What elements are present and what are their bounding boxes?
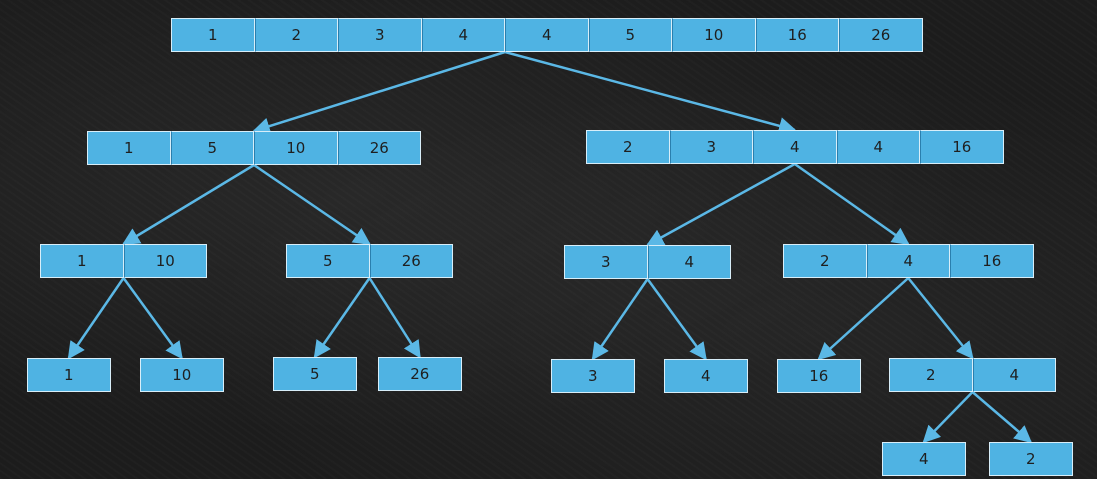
node-cell: 3	[564, 245, 648, 279]
node-cell: 2	[989, 442, 1073, 476]
node-cell: 4	[836, 130, 920, 164]
edge-arrow	[646, 278, 707, 361]
node-cell: 4	[664, 359, 748, 393]
node-cell: 4	[882, 442, 966, 476]
node-cell: 5	[170, 131, 254, 165]
edge-arrow	[313, 277, 371, 359]
node-cell: 4	[505, 18, 589, 52]
node-cell: 10	[140, 358, 224, 392]
node-rlr: 4	[664, 359, 748, 393]
node-cell: 26	[839, 18, 923, 52]
edge-arrow	[971, 391, 1033, 444]
node-rrl: 16	[777, 359, 861, 393]
node-cell: 2	[889, 358, 973, 392]
node-cell: 3	[338, 18, 422, 52]
node-cell: 5	[286, 244, 370, 278]
edge-arrow	[504, 50, 797, 135]
edge-arrow	[794, 162, 910, 246]
node-cell: 1	[27, 358, 111, 392]
edge-arrow	[591, 278, 649, 361]
node-cell: 3	[551, 359, 635, 393]
node-cell: 2	[254, 18, 338, 52]
node-cell: 5	[588, 18, 672, 52]
node-cell: 4	[753, 130, 837, 164]
node-cell: 16	[755, 18, 839, 52]
node-rll: 3	[551, 359, 635, 393]
node-cell: 5	[273, 357, 357, 391]
node-cell: 26	[337, 131, 421, 165]
edge-arrow	[122, 277, 183, 360]
node-cell: 10	[123, 244, 207, 278]
node-cell: 4	[421, 18, 505, 52]
node-cell: 1	[171, 18, 255, 52]
edge-arrow	[817, 277, 910, 361]
edge-arrow	[907, 277, 974, 360]
node-cell: 2	[783, 244, 867, 278]
node-cell: 2	[586, 130, 670, 164]
node-cell: 26	[369, 244, 453, 278]
edge-arrow	[645, 162, 796, 247]
edge-arrow	[67, 277, 125, 360]
node-cell: 10	[254, 131, 338, 165]
node-cell: 4	[972, 358, 1056, 392]
node-cell: 16	[777, 359, 861, 393]
node-cell: 4	[647, 245, 731, 279]
node-cell: 10	[672, 18, 756, 52]
edge-arrow	[252, 50, 506, 135]
node-rrrr: 2	[989, 442, 1073, 476]
node-lll: 1	[27, 358, 111, 392]
node-cell: 26	[378, 357, 462, 391]
node-rrrl: 4	[882, 442, 966, 476]
node-cell: 16	[920, 130, 1004, 164]
node-llr: 10	[140, 358, 224, 392]
node-cell: 3	[669, 130, 753, 164]
node-cell: 1	[87, 131, 171, 165]
node-cell: 1	[40, 244, 124, 278]
edge-arrow	[922, 391, 974, 444]
node-lrl: 5	[273, 357, 357, 391]
node-lrr: 26	[378, 357, 462, 391]
edge-arrow	[253, 163, 371, 246]
node-cell: 16	[950, 244, 1034, 278]
node-cell: 4	[866, 244, 950, 278]
edge-arrow	[368, 277, 421, 359]
edge-arrow	[122, 163, 255, 246]
